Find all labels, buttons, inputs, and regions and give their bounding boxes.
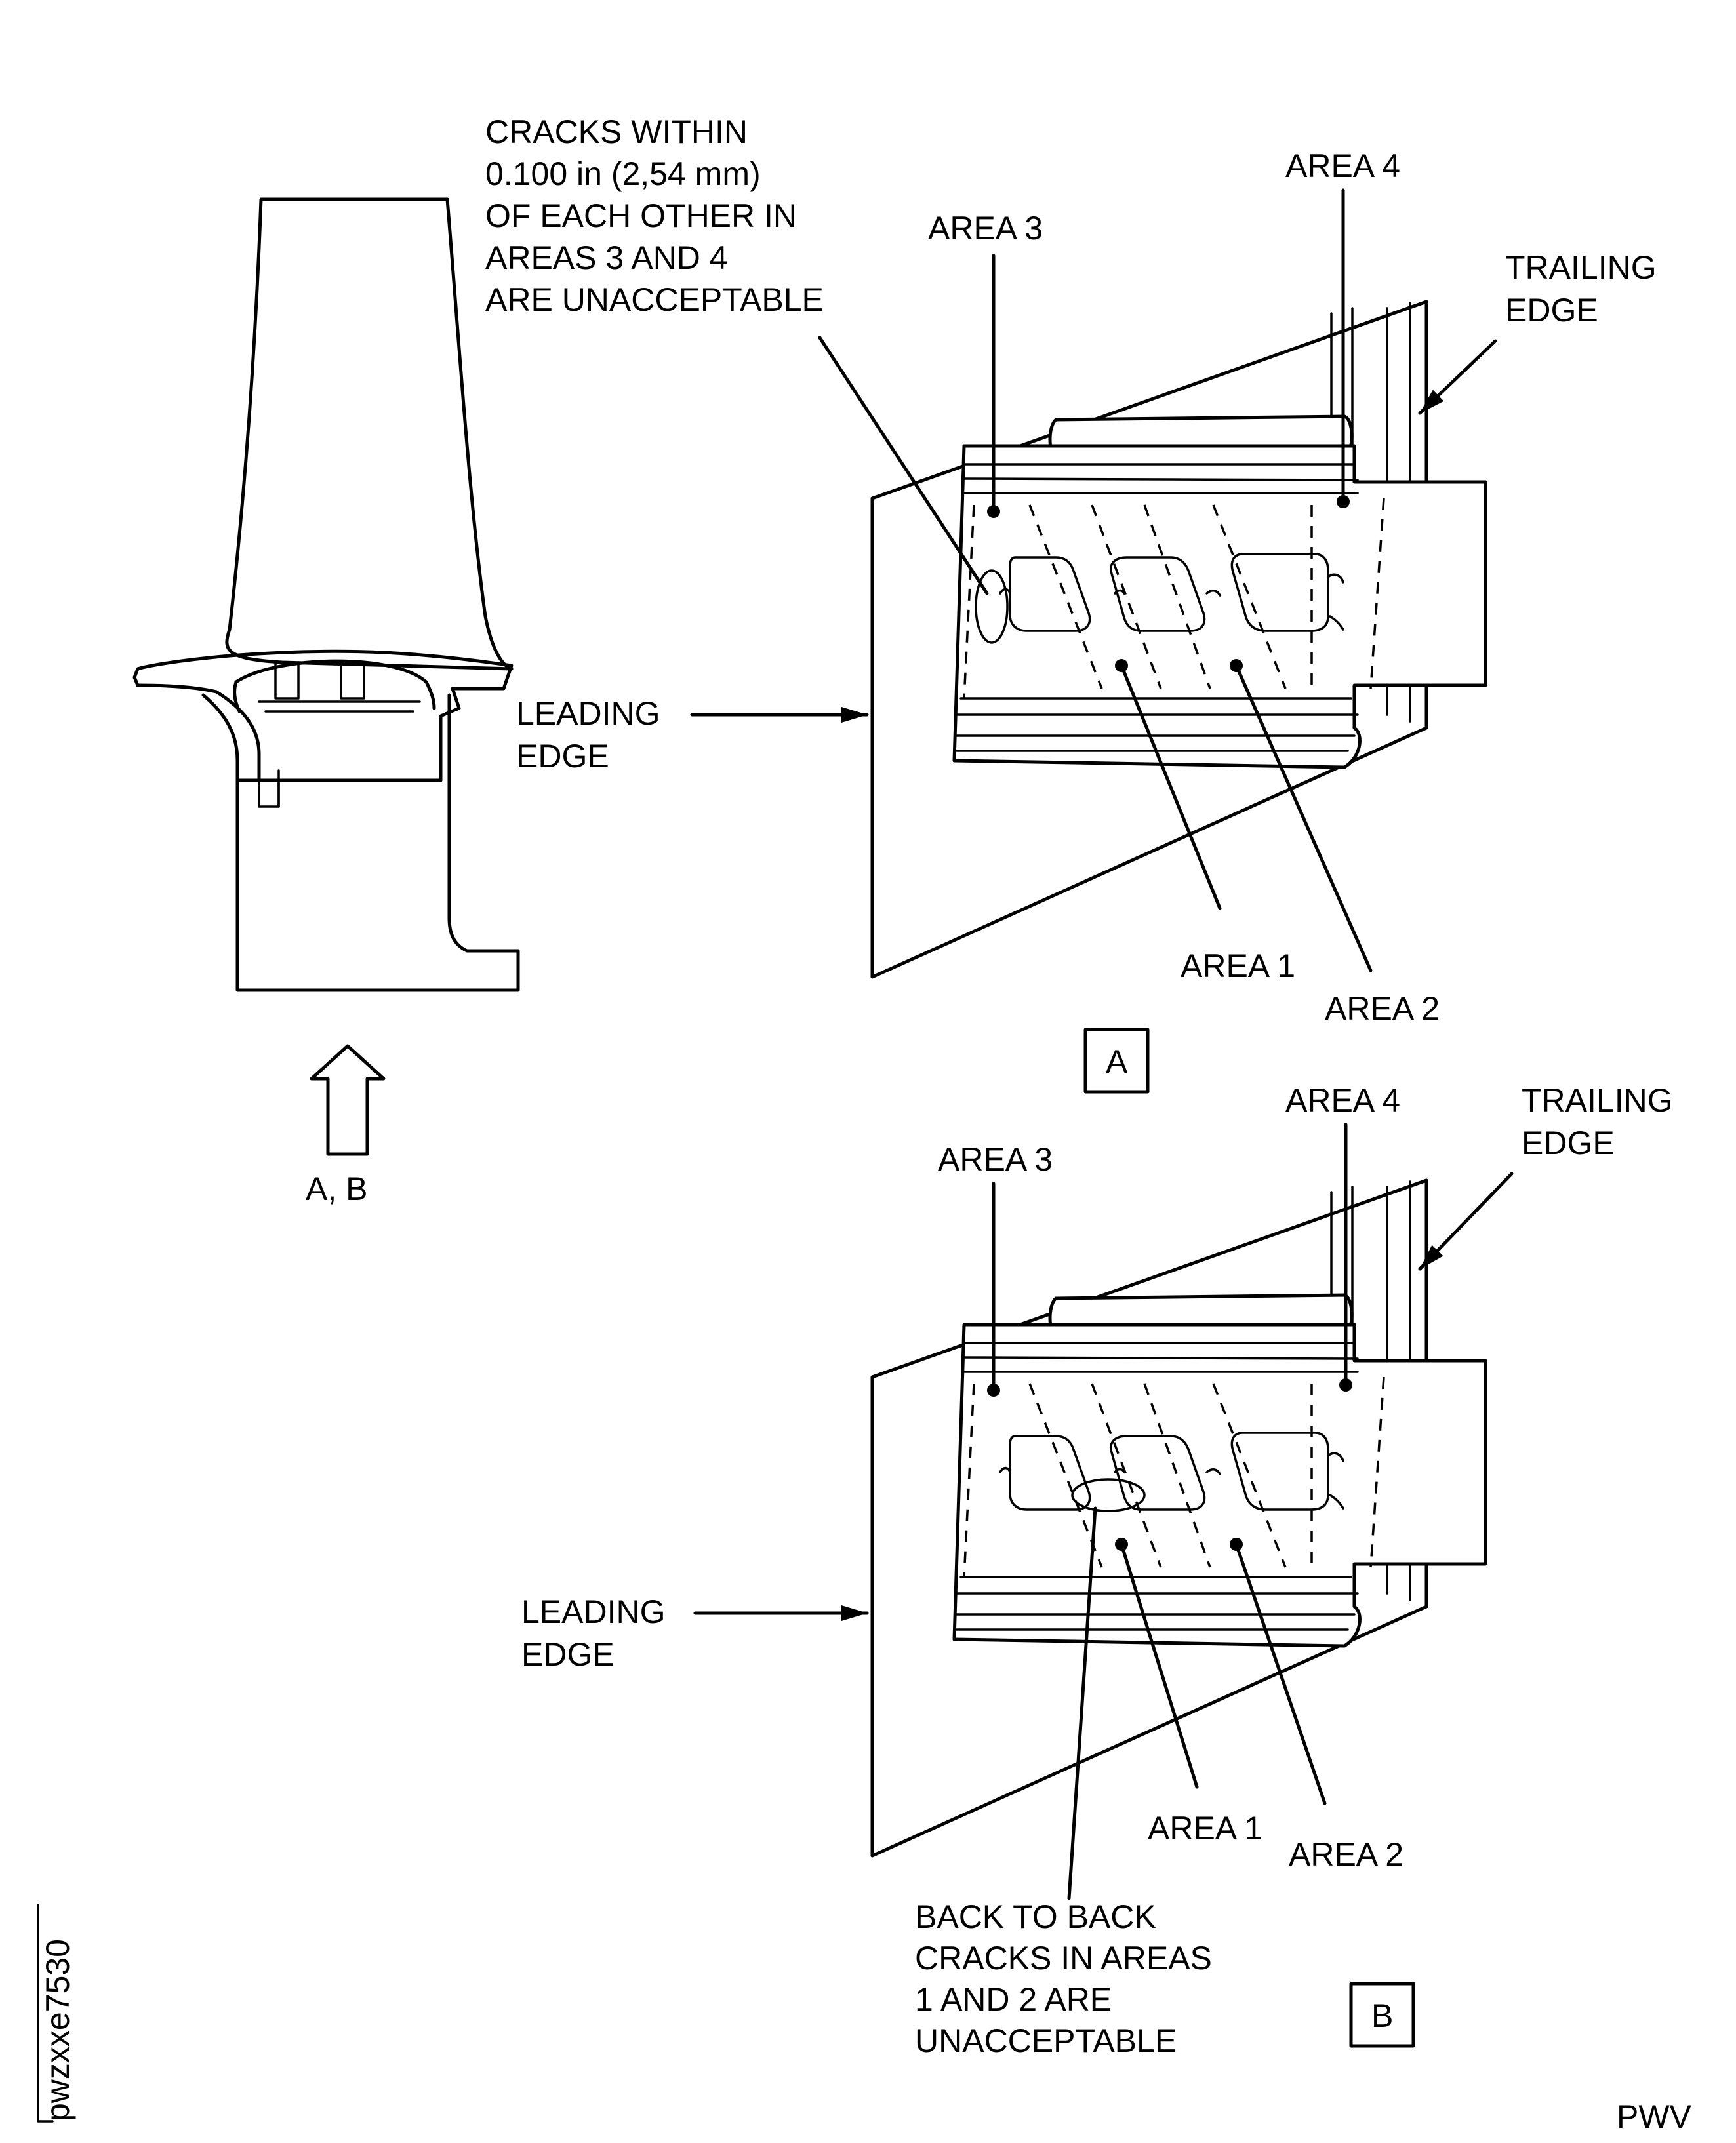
blade-platform bbox=[136, 649, 514, 782]
detail-a-area-4-label: AREA 4 bbox=[1285, 148, 1400, 184]
detail-a: CRACKS WITHIN 0.100 in (2,54 mm) OF EACH… bbox=[485, 113, 1666, 1094]
view-arrow-label: A, B bbox=[306, 1171, 367, 1207]
detail-a-crack-circle bbox=[975, 569, 1009, 644]
figure-id-label: pwzxxe7530 bbox=[39, 1939, 76, 2121]
detail-a-area-3-label: AREA 3 bbox=[928, 210, 1043, 247]
detail-b: AREA 3 AREA 4 TRAILING EDGE LEADING EDGE… bbox=[521, 1082, 1682, 2059]
detail-a-area-1-label: AREA 1 bbox=[1181, 948, 1295, 984]
detail-a-label-box bbox=[1083, 1028, 1150, 1094]
view-direction-arrow-icon bbox=[312, 1046, 384, 1154]
footer-code: PWV bbox=[1617, 2098, 1692, 2135]
detail-b-label-box bbox=[1349, 1982, 1415, 2048]
detail-b-crack-note: BACK TO BACK CRACKS IN AREAS 1 AND 2 ARE… bbox=[915, 1898, 1221, 2059]
detail-b-leading-edge-label: LEADING EDGE bbox=[521, 1593, 674, 1673]
detail-b-label: B bbox=[1371, 1997, 1393, 2034]
detail-b-area-1-label: AREA 1 bbox=[1148, 1810, 1262, 1847]
blade-airfoil bbox=[225, 197, 514, 671]
detail-b-area-4-label: AREA 4 bbox=[1285, 1082, 1400, 1119]
detail-b-area-3-label: AREA 3 bbox=[938, 1141, 1053, 1178]
detail-a-area-2-label: AREA 2 bbox=[1325, 990, 1440, 1027]
detail-a-crack-note: CRACKS WITHIN 0.100 in (2,54 mm) OF EACH… bbox=[485, 113, 824, 318]
detail-b-area-2-label: AREA 2 bbox=[1289, 1836, 1403, 1873]
detail-b-trailing-edge-label: TRAILING EDGE bbox=[1522, 1082, 1682, 1161]
detail-a-trailing-edge-label: TRAILING EDGE bbox=[1505, 249, 1666, 329]
figure-id: pwzxxe7530 bbox=[37, 1904, 76, 2123]
detail-b-crack-circle bbox=[1071, 1478, 1146, 1512]
turbine-blade-side-view: A, B bbox=[132, 197, 520, 1207]
detail-a-label: A bbox=[1106, 1043, 1128, 1080]
detail-a-leading-edge-label: LEADING EDGE bbox=[516, 695, 669, 774]
detail-a-platform-drawing bbox=[872, 302, 1485, 977]
detail-b-platform-drawing bbox=[872, 1180, 1485, 1856]
